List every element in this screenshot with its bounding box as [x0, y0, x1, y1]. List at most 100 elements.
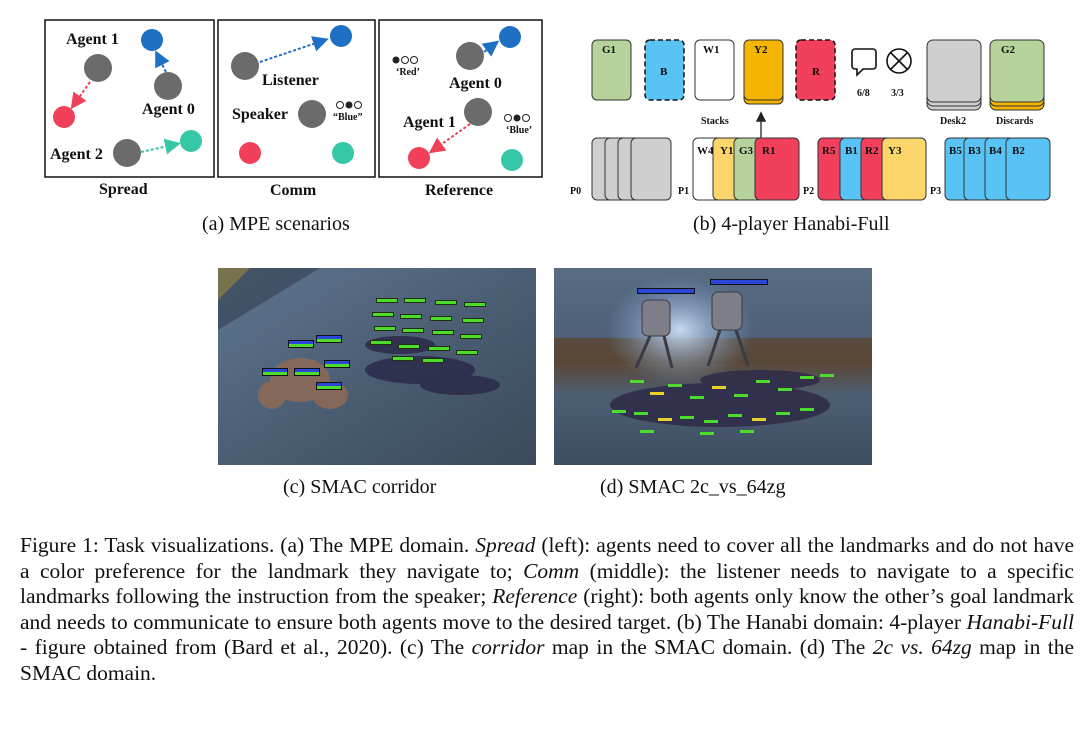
hanabi-panel	[591, 39, 1051, 201]
card-w1	[694, 39, 735, 101]
listener-circle	[231, 52, 259, 80]
landmark-blue	[499, 26, 521, 48]
red-message-dots	[392, 56, 418, 64]
reference-red-message: ‘Red’	[396, 67, 420, 78]
spread-panel	[44, 19, 215, 178]
landmark-red	[408, 147, 430, 169]
landmark-blue	[141, 29, 163, 51]
colossus-units	[634, 291, 750, 369]
health-bars-green	[370, 298, 486, 363]
landmark-red	[53, 106, 75, 128]
reference-agent-1-label: Agent 1	[403, 114, 456, 131]
p3-hand	[944, 137, 1051, 201]
comm-speaker-label: Speaker	[232, 106, 288, 123]
comm-panel	[217, 19, 376, 178]
p2-card-4: Y3	[888, 145, 902, 157]
p2-card-1: R5	[822, 145, 836, 157]
discard-stack	[989, 39, 1045, 111]
caption-hanabi-full: Hanabi-Full	[966, 609, 1075, 634]
caption-text-1: Figure 1: Task visualizations. (a) The M…	[20, 533, 476, 557]
reference-title: Reference	[425, 182, 494, 199]
comm-title: Comm	[270, 182, 317, 199]
player-p1: P1	[678, 186, 690, 197]
agent-2-circle	[113, 139, 141, 167]
caption-c: (c) SMAC corridor	[283, 476, 437, 498]
health-bars-blue	[262, 335, 350, 390]
life-count: 3/3	[891, 88, 904, 99]
spread-title: Spread	[99, 181, 148, 198]
zergling-swarm	[610, 370, 830, 427]
caption-b: (b) 4-player Hanabi-Full	[693, 213, 890, 235]
blue-message-dots	[504, 114, 530, 122]
agent-0-circle	[154, 72, 182, 100]
p1-card-4: R1	[762, 145, 776, 157]
caption-text-4: (right): both agents only know the other…	[20, 584, 1074, 634]
spread-agent-1-label: Agent 1	[66, 31, 119, 48]
p2-hand	[817, 137, 927, 201]
p3-card-4: B2	[1012, 145, 1025, 157]
card-w1-label: W1	[703, 44, 720, 56]
agent-0-circle	[456, 42, 484, 70]
card-y2	[743, 39, 784, 101]
boss-health-bars	[637, 279, 768, 294]
p2-card-3: R2	[865, 145, 879, 157]
discards-label: Discards	[996, 116, 1034, 127]
stacks-label: Stacks	[701, 116, 729, 127]
caption-text-5: - figure obtained from (Bard et al., 202…	[20, 635, 472, 659]
hint-count: 6/8	[857, 88, 870, 99]
p1-hand	[692, 137, 800, 201]
speaker-message-dots	[336, 101, 362, 109]
caption-reference: Reference	[492, 584, 578, 608]
p3-card-3: B4	[989, 145, 1002, 157]
p1-card-3: G3	[739, 145, 754, 157]
player-p0: P0	[570, 186, 582, 197]
caption-corridor: corridor	[471, 635, 545, 659]
caption-text-7: map in the SMAC domain.	[20, 635, 1074, 685]
p3-card-1: B5	[949, 145, 962, 157]
hint-token-icon	[851, 48, 877, 77]
speaker-circle	[298, 100, 326, 128]
card-b-label: B	[660, 66, 668, 78]
spread-agent-0-label: Agent 0	[142, 101, 195, 118]
agent-1-circle	[464, 98, 492, 126]
comm-speaker-message: “Blue”	[333, 112, 363, 123]
caption-text-3: (middle): the listener needs to navigate…	[20, 558, 1074, 609]
card-g1	[591, 39, 632, 101]
caption-spread: Spread	[475, 533, 536, 557]
landmark-red	[239, 142, 261, 164]
landmark-teal	[501, 149, 523, 171]
landmark-teal	[180, 130, 202, 152]
caption-text-6: map in the SMAC domain. (d) The	[544, 635, 873, 659]
caption-zg: 2c vs. 64zg	[872, 635, 972, 659]
agent-1-circle	[84, 54, 112, 82]
card-r-hidden	[795, 39, 836, 101]
reference-blue-message: ‘Blue’	[506, 125, 533, 136]
reference-agent-0-label: Agent 0	[449, 75, 502, 92]
deck-stack	[926, 39, 982, 111]
p1-card-1: W4	[697, 145, 714, 157]
player-p3: P3	[930, 186, 942, 197]
spread-agent-2-label: Agent 2	[50, 146, 103, 163]
p0-hand	[591, 137, 672, 201]
caption-comm: Comm	[523, 558, 580, 583]
p3-card-2: B3	[968, 145, 981, 157]
card-g1-label: G1	[602, 44, 617, 56]
caption-text-2: (left): agents need to cover all the lan…	[20, 533, 1074, 583]
landmark-teal	[332, 142, 354, 164]
reference-panel	[378, 19, 543, 178]
smac-corridor-image	[218, 268, 536, 465]
player-p2: P2	[803, 186, 815, 197]
deck-label: Desk2	[940, 116, 967, 127]
landmark-blue	[330, 25, 352, 47]
caption-d: (d) SMAC 2c_vs_64zg	[600, 476, 786, 498]
card-b-hidden	[644, 39, 685, 101]
card-r-label: R	[812, 66, 820, 78]
figure-caption: Figure 1: Task visualizations. (a) The M…	[20, 533, 1074, 686]
life-token-icon	[886, 48, 912, 74]
p2-card-2: B1	[845, 145, 858, 157]
caption-a: (a) MPE scenarios	[202, 213, 350, 235]
card-y2-label: Y2	[754, 44, 768, 56]
p1-card-2: Y1	[720, 145, 734, 157]
discard-card-label: G2	[1001, 44, 1016, 56]
